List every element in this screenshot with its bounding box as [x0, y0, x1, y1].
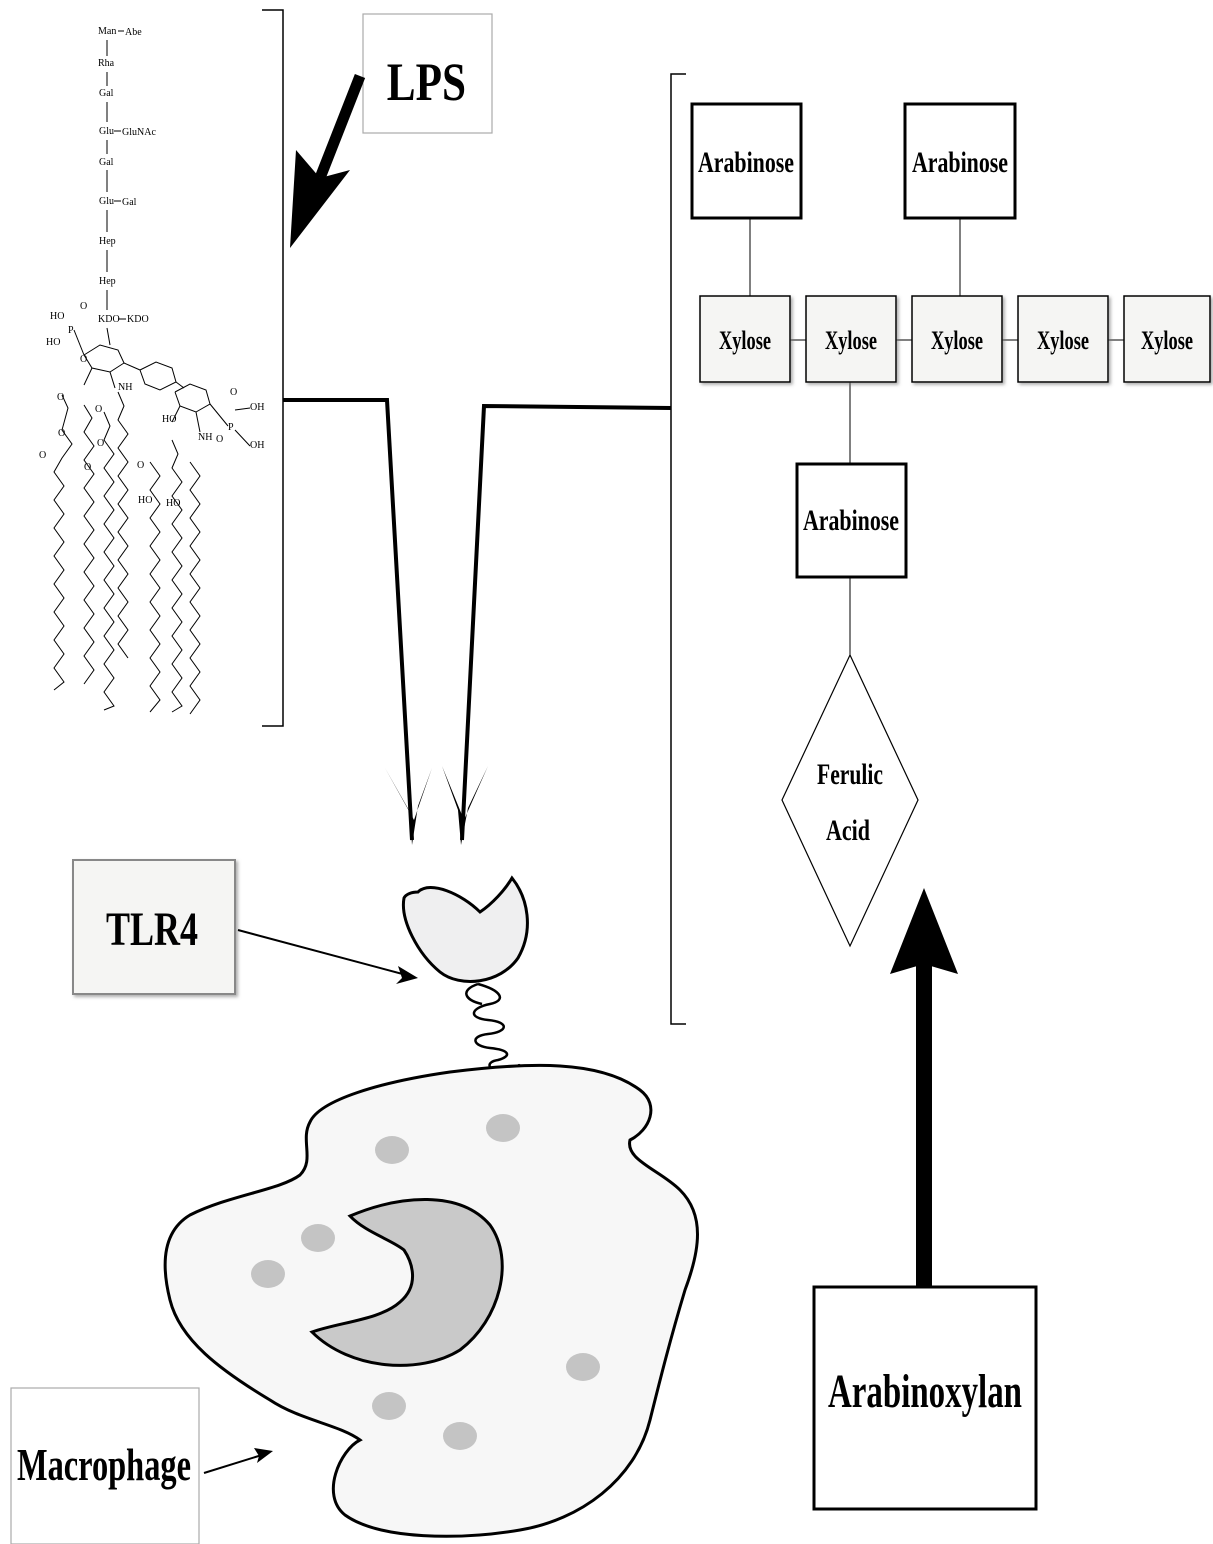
sugar-gal-1: Gal [99, 88, 114, 99]
fatty-acid-chains [53, 391, 201, 715]
ferulic-label: Ferulic [817, 758, 883, 791]
lps-label-box: LPS [362, 13, 493, 134]
arabinose-box-1: Arabinose [690, 102, 803, 220]
lipid-label: O [216, 434, 223, 445]
arabinoxylan-label: Arabinoxylan [828, 1365, 1022, 1418]
macrophage-label: Macrophage [17, 1439, 191, 1490]
lipid-a-rings [73, 327, 251, 447]
xylose-label: Xylose [825, 326, 877, 355]
sugar-man: Man [98, 26, 116, 37]
lipid-label: O [230, 387, 237, 398]
sugar-abe: Abe [125, 27, 142, 38]
arabinose-label: Arabinose [698, 146, 794, 179]
lipid-label: NH [118, 382, 132, 393]
arabinoxylan-label-box: Arabinoxylan [812, 1285, 1038, 1511]
xylose-box-4: Xylose [1017, 295, 1109, 383]
sugar-hep-1: Hep [99, 236, 116, 247]
lipid-label: HO [46, 337, 60, 348]
lipid-label: P [228, 422, 234, 433]
xylose-box-5: Xylose [1123, 295, 1211, 383]
xylose-label: Xylose [1037, 326, 1089, 355]
lipid-label: O [84, 462, 91, 473]
structure-bonds [749, 218, 1124, 655]
macrophage-granules [251, 1114, 600, 1450]
lipid-label: O [57, 392, 64, 403]
arabinoxylan-arrow [890, 888, 958, 1290]
macrophage-label-box: Macrophage [10, 1387, 200, 1544]
tlr4-receptor [401, 875, 529, 1074]
xylose-box-3: Xylose [911, 295, 1003, 383]
lipid-label: O [80, 354, 87, 365]
xylose-label: Xylose [931, 326, 983, 355]
xylose-box-2: Xylose [805, 295, 897, 383]
lipid-label: O [58, 428, 65, 439]
sugar-glunac: GluNAc [122, 127, 156, 138]
arabinose-box-2: Arabinose [903, 102, 1017, 220]
lipid-label: NH [198, 432, 212, 443]
lipid-label: OH [250, 402, 264, 413]
sugar-rha: Rha [98, 58, 115, 69]
sugar-glu-2: Glu [99, 196, 114, 207]
lipid-label: HO [166, 498, 180, 509]
lps-structure: Man Abe Rha Gal Glu GluNAc Gal Glu Gal H… [39, 9, 284, 727]
ferulic-acid-diamond: Ferulic Acid [781, 653, 919, 948]
sugar-gal-3: Gal [122, 197, 137, 208]
lipid-label: O [39, 450, 46, 461]
xylose-box-1: Xylose [699, 295, 791, 383]
sugar-kdo-2: KDO [127, 314, 149, 325]
arabinoxylan-structure: Arabinose Arabinose Arabinose Xylose Xyl… [670, 73, 1211, 1025]
tlr4-pointer-arrow [237, 929, 418, 984]
lipid-label: P [68, 325, 74, 336]
sugar-glu-1: Glu [99, 126, 114, 137]
sugar-gal-2: Gal [99, 157, 114, 168]
sugar-kdo-1: KDO [98, 314, 120, 325]
arabinoxylan-to-receptor-arrow [442, 403, 672, 845]
lipid-label: O [97, 438, 104, 449]
lipid-label: O [95, 404, 102, 415]
lipid-a-head-groups: HO HO O P O NH HO O P OH OH O NH O O O O… [39, 301, 264, 509]
arabinose-label: Arabinose [912, 146, 1008, 179]
lps-arrow [290, 73, 366, 248]
lipid-label: HO [50, 311, 64, 322]
lps-to-receptor-arrow [283, 398, 432, 845]
lipid-label: HO [138, 495, 152, 506]
macrophage-pointer-arrow [203, 1448, 273, 1474]
tlr4-label-box: TLR4 [72, 859, 236, 995]
acid-label: Acid [826, 814, 870, 847]
lps-label: LPS [387, 51, 466, 112]
lipid-label: O [80, 301, 87, 312]
lipid-label: HO [162, 414, 176, 425]
tlr4-label: TLR4 [106, 903, 198, 956]
xylose-label: Xylose [1141, 326, 1193, 355]
arabinoxylan-bracket [670, 73, 686, 1025]
lps-oligosaccharide-chain: Man Abe Rha Gal Glu GluNAc Gal Glu Gal H… [98, 26, 156, 325]
lps-bracket [262, 9, 284, 727]
macrophage-nucleus [309, 1198, 504, 1367]
sugar-hep-2: Hep [99, 276, 116, 287]
lipid-label: O [137, 460, 144, 471]
xylose-label: Xylose [719, 326, 771, 355]
macrophage-cell [163, 1063, 699, 1538]
arabinose-box-3: Arabinose [795, 462, 908, 579]
arabinose-label: Arabinose [803, 504, 899, 537]
lipid-label: OH [250, 440, 264, 451]
